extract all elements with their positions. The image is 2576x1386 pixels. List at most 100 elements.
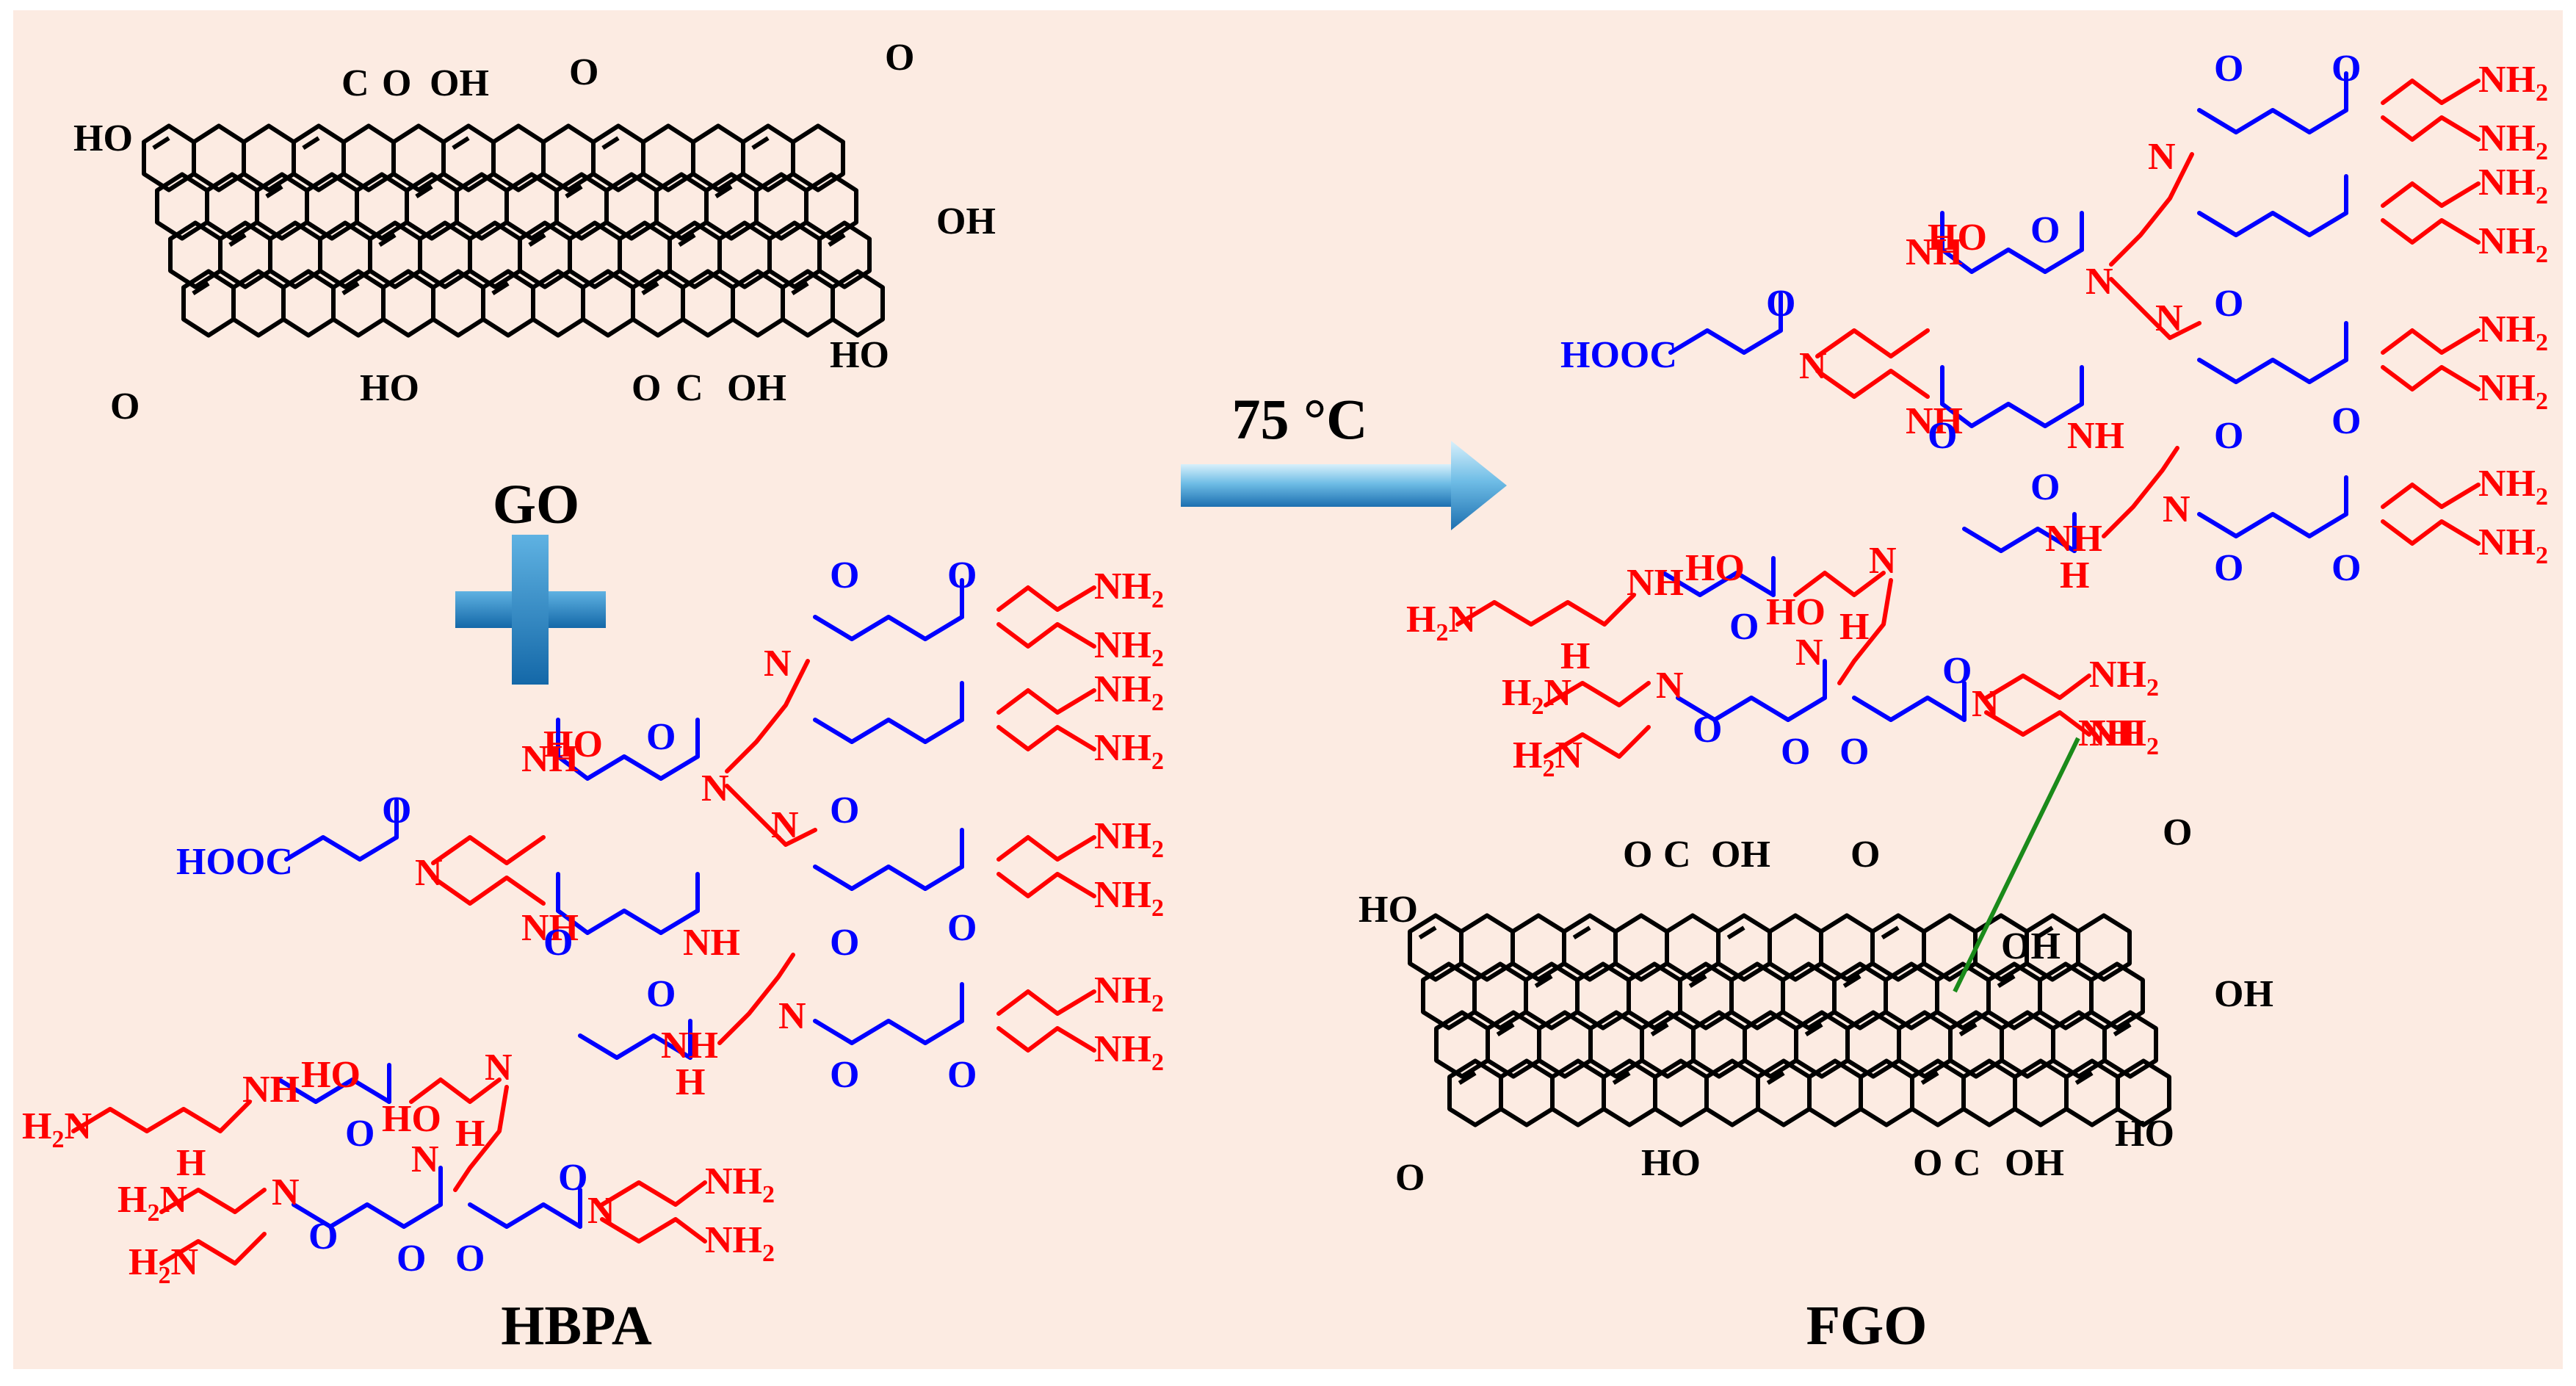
double-bond bbox=[751, 136, 770, 151]
double-bond bbox=[1496, 1022, 1515, 1037]
carbon-ring bbox=[2116, 1058, 2171, 1127]
amine-end-group: H2N bbox=[117, 1179, 187, 1227]
carbon-ring bbox=[817, 220, 872, 289]
amine-end-group: NH2 bbox=[2478, 162, 2548, 209]
atom-label: N bbox=[1972, 683, 2000, 725]
amine-end-group: NH2 bbox=[1094, 970, 1164, 1017]
double-bond bbox=[1688, 974, 1707, 989]
atom-label: N bbox=[2085, 261, 2113, 303]
chain-bond bbox=[996, 872, 1096, 898]
atom-label: HO bbox=[1358, 889, 1418, 931]
double-bond bbox=[2113, 1022, 2132, 1037]
carbon-ring bbox=[804, 172, 858, 241]
amine-end-group: H2N bbox=[22, 1105, 92, 1153]
atom-label: H bbox=[455, 1113, 485, 1155]
amine-end-group: H2N bbox=[129, 1241, 198, 1289]
amine-end-group: NH2 bbox=[1094, 668, 1164, 716]
double-bond bbox=[714, 184, 733, 199]
double-bond bbox=[192, 281, 210, 296]
amine-end-group: NH2 bbox=[2478, 220, 2548, 268]
atom-label: O bbox=[830, 1054, 859, 1096]
double-bond bbox=[528, 233, 546, 248]
amine-end-group: NH2 bbox=[2478, 118, 2548, 165]
double-bond bbox=[1881, 925, 1900, 940]
atom-label: N bbox=[415, 852, 443, 894]
chain-bond bbox=[813, 1019, 964, 1045]
double-bond bbox=[1534, 974, 1553, 989]
double-bond bbox=[828, 233, 846, 248]
chain-bond bbox=[2109, 152, 2194, 267]
chain-bond bbox=[996, 835, 1096, 862]
amine-end-group: NH2 bbox=[2478, 367, 2548, 415]
chain-bond bbox=[717, 953, 795, 1045]
go-graphene-sheet bbox=[142, 123, 885, 338]
chain-bond bbox=[1544, 681, 1651, 707]
atom-label: C bbox=[1953, 1142, 1981, 1184]
figure-background bbox=[13, 10, 2563, 1369]
atom-label: O bbox=[2030, 209, 2060, 251]
double-bond bbox=[1458, 1071, 1477, 1086]
chain-bond bbox=[2197, 512, 2348, 538]
atom-label: OH bbox=[2001, 925, 2061, 967]
chain-bond bbox=[556, 909, 700, 935]
atom-label: O bbox=[455, 1238, 485, 1279]
atom-label: H bbox=[1560, 635, 1590, 677]
atom-label: NH bbox=[2067, 415, 2124, 457]
atom-label: O bbox=[1781, 731, 1810, 773]
chain-bond bbox=[556, 754, 700, 781]
atom-label: NH bbox=[521, 907, 579, 949]
chain-bond bbox=[1793, 571, 1886, 597]
double-bond bbox=[1958, 1022, 1978, 1037]
double-bond bbox=[452, 136, 470, 151]
atom-label: O bbox=[1913, 1142, 1942, 1184]
chain-bond bbox=[2102, 446, 2179, 538]
chain-bond bbox=[1455, 593, 1636, 627]
carbon-ring bbox=[2089, 961, 2145, 1031]
atom-label: H bbox=[1839, 606, 1869, 648]
chain-bond bbox=[431, 835, 546, 865]
chain-bond bbox=[2381, 365, 2481, 391]
double-bond bbox=[302, 136, 320, 151]
atom-label: OH bbox=[727, 367, 786, 409]
chain-bond bbox=[1815, 369, 1930, 399]
atom-label: O bbox=[947, 1054, 977, 1096]
atom-label: N bbox=[764, 643, 792, 685]
atom-label: O bbox=[1693, 709, 1722, 751]
chain-bond bbox=[453, 1085, 509, 1192]
atom-label: HO bbox=[543, 723, 603, 765]
atom-label: O bbox=[2331, 547, 2361, 589]
grafted-hbpa-polymer bbox=[1455, 71, 2481, 759]
atom-label: NH bbox=[683, 922, 740, 964]
go-label: GO bbox=[493, 474, 579, 535]
chain-bond bbox=[2381, 218, 2481, 245]
amine-end-group: NH2 bbox=[1094, 1028, 1164, 1076]
double-bond bbox=[228, 233, 247, 248]
amine-end-group: NH2 bbox=[2089, 654, 2159, 701]
reaction-condition: 75 °C bbox=[1231, 387, 1367, 451]
atom-label: N bbox=[2163, 488, 2190, 530]
chain-bond bbox=[2381, 519, 2481, 546]
hbpa-polymer bbox=[71, 578, 1096, 1266]
atom-label: HO bbox=[1928, 217, 1987, 259]
atom-label: NH bbox=[2078, 712, 2135, 754]
atom-label: C bbox=[1663, 834, 1691, 876]
atom-label: HO bbox=[1685, 547, 1745, 589]
double-bond bbox=[1418, 925, 1437, 940]
chain-bond bbox=[600, 1217, 707, 1244]
chain-bond bbox=[600, 1180, 707, 1207]
atom-label: H bbox=[676, 1061, 705, 1103]
double-bond bbox=[341, 281, 360, 296]
atom-label: O bbox=[1942, 650, 1972, 692]
atom-label: NH bbox=[2045, 518, 2102, 560]
atom-label: NH bbox=[1906, 400, 1963, 442]
amine-end-group: NH2 bbox=[1094, 624, 1164, 672]
chain-bond bbox=[1815, 328, 1930, 358]
chain-bond bbox=[996, 989, 1096, 1016]
double-bond bbox=[791, 281, 809, 296]
atom-label: O bbox=[2214, 283, 2243, 325]
